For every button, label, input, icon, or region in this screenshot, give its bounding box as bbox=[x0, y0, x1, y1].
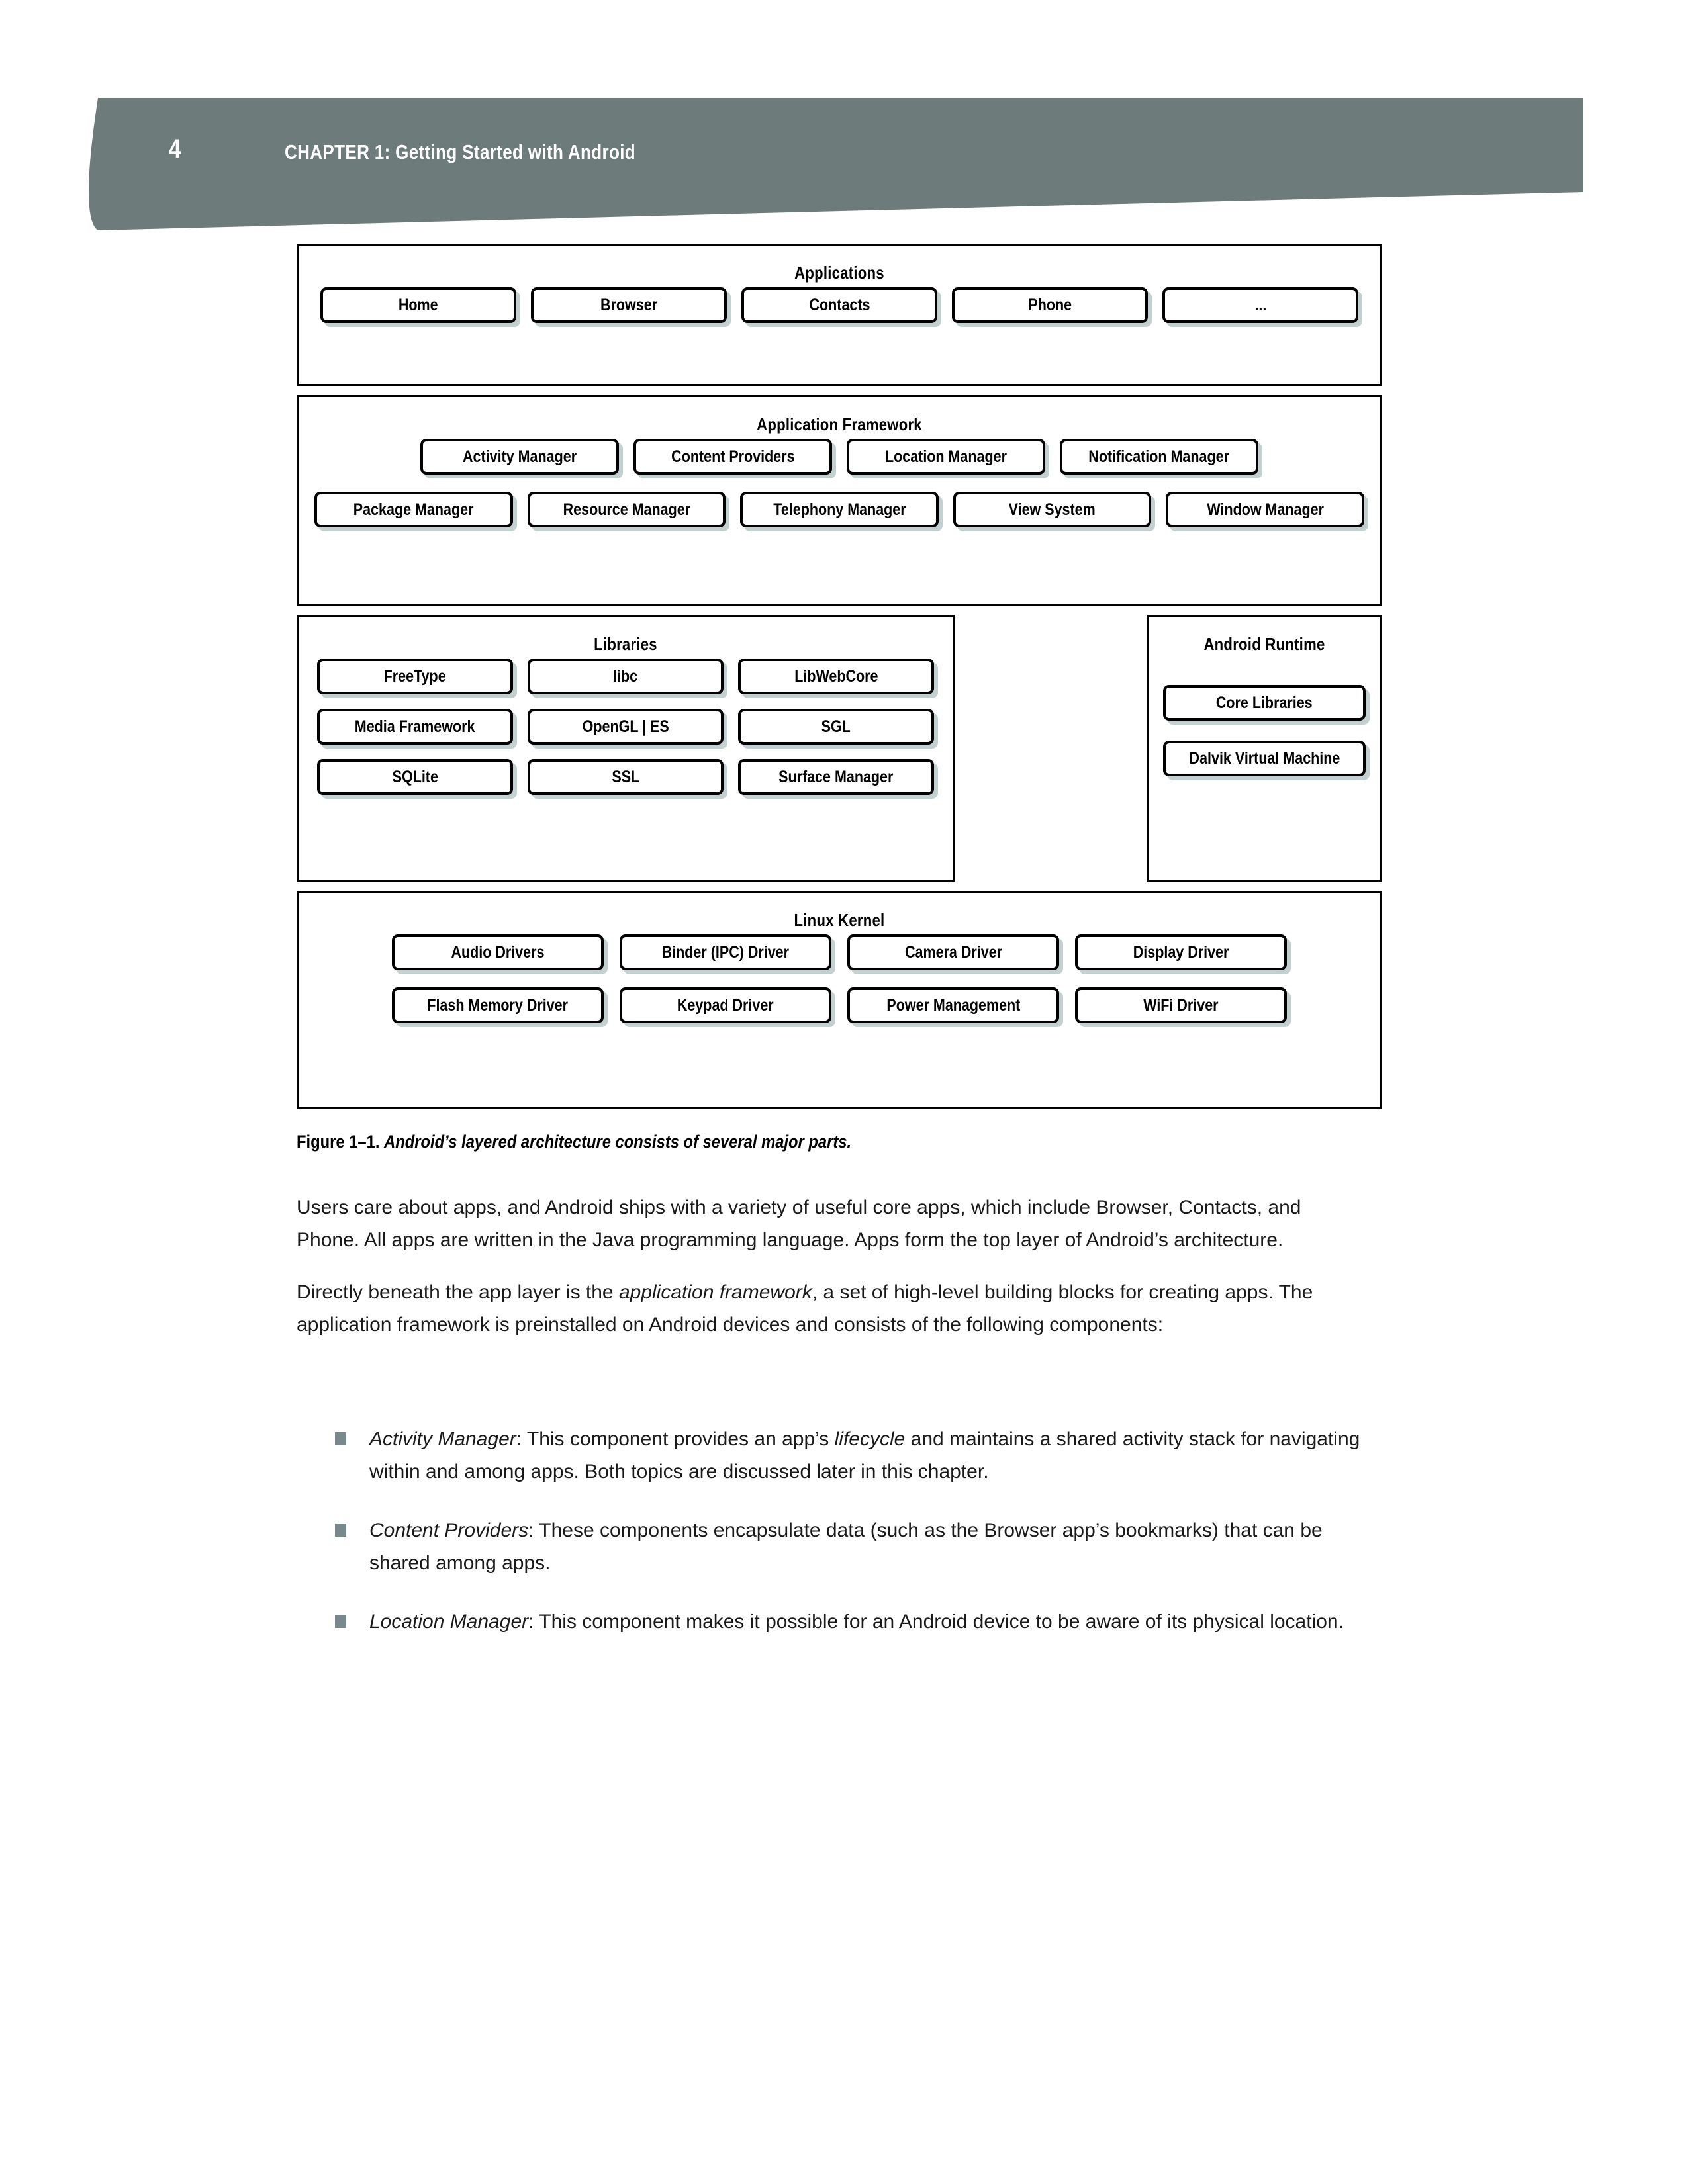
layer-title-application-framework: Application Framework bbox=[757, 414, 922, 434]
list-item: Activity Manager: This component provide… bbox=[297, 1423, 1369, 1488]
paragraph-2-italic-term: application framework bbox=[618, 1281, 812, 1303]
layer-title-linux-kernel: Linux Kernel bbox=[794, 910, 885, 930]
library-box-ssl[interactable]: SSL bbox=[528, 759, 724, 795]
bullet-text-part2: and maintains a shared activity stack fo… bbox=[369, 1428, 1360, 1482]
runtime-box-dalvik-virtual-machine[interactable]: Dalvik Virtual Machine bbox=[1163, 741, 1366, 776]
library-box-libc[interactable]: libc bbox=[528, 659, 724, 694]
layer-application-framework: Application Framework Activity Manager C… bbox=[297, 395, 1382, 606]
libraries-row-2: Media Framework OpenGL | ES SGL bbox=[299, 709, 953, 745]
bullet-square-icon bbox=[335, 1615, 346, 1628]
figure-caption: Figure 1–1. Android’s layered architectu… bbox=[297, 1131, 1252, 1152]
body-paragraphs: Users care about apps, and Android ships… bbox=[297, 1191, 1369, 1361]
app-box-contacts[interactable]: Contacts bbox=[741, 287, 937, 323]
list-item: Content Providers: These components enca… bbox=[297, 1514, 1369, 1579]
layer-android-runtime: Android Runtime Core Libraries Dalvik Vi… bbox=[1147, 615, 1382, 882]
app-box-home[interactable]: Home bbox=[320, 287, 516, 323]
layer-title-libraries: Libraries bbox=[594, 634, 657, 654]
app-box-more[interactable]: ... bbox=[1162, 287, 1358, 323]
app-box-browser[interactable]: Browser bbox=[531, 287, 727, 323]
libraries-row-1: FreeType libc LibWebCore bbox=[299, 659, 953, 694]
bullet-text-part1: : This component provides an app’s bbox=[516, 1428, 835, 1450]
kernel-box-flash-memory-driver[interactable]: Flash Memory Driver bbox=[392, 987, 604, 1023]
framework-box-content-providers[interactable]: Content Providers bbox=[633, 439, 832, 475]
app-box-phone[interactable]: Phone bbox=[952, 287, 1148, 323]
runtime-inner: Core Libraries Dalvik Virtual Machine bbox=[1149, 685, 1380, 776]
library-box-surface-manager[interactable]: Surface Manager bbox=[738, 759, 934, 795]
bullet-italic-inline: lifecycle bbox=[834, 1428, 906, 1450]
library-box-media-framework[interactable]: Media Framework bbox=[317, 709, 513, 745]
libraries-row-3: SQLite SSL Surface Manager bbox=[299, 759, 953, 795]
kernel-box-audio-drivers[interactable]: Audio Drivers bbox=[392, 934, 604, 970]
bullet-term: Content Providers bbox=[369, 1520, 529, 1541]
library-box-sqlite[interactable]: SQLite bbox=[317, 759, 513, 795]
kernel-box-wifi-driver[interactable]: WiFi Driver bbox=[1075, 987, 1287, 1023]
framework-box-resource-manager[interactable]: Resource Manager bbox=[527, 492, 726, 527]
chapter-title: CHAPTER 1: Getting Started with Android bbox=[285, 140, 636, 163]
framework-box-notification-manager[interactable]: Notification Manager bbox=[1060, 439, 1258, 475]
figure-caption-label: Figure 1–1. bbox=[297, 1132, 380, 1152]
framework-box-window-manager[interactable]: Window Manager bbox=[1166, 492, 1364, 527]
library-box-libwebcore[interactable]: LibWebCore bbox=[738, 659, 934, 694]
layer-title-android-runtime: Android Runtime bbox=[1203, 634, 1325, 654]
framework-row-2: Package Manager Resource Manager Telepho… bbox=[299, 492, 1380, 527]
middle-band-gap bbox=[955, 615, 1147, 882]
bullet-text-part1: : These components encapsulate data (suc… bbox=[369, 1520, 1323, 1574]
component-bullet-list: Activity Manager: This component provide… bbox=[297, 1423, 1369, 1664]
applications-row-1: Home Browser Contacts Phone ... bbox=[299, 287, 1380, 343]
framework-box-package-manager[interactable]: Package Manager bbox=[314, 492, 513, 527]
bullet-text-part1: : This component makes it possible for a… bbox=[528, 1611, 1344, 1633]
kernel-row-1: Audio Drivers Binder (IPC) Driver Camera… bbox=[299, 934, 1380, 970]
page-header-band bbox=[0, 0, 1688, 238]
layer-libraries: Libraries FreeType libc LibWebCore Media… bbox=[297, 615, 955, 882]
layer-linux-kernel: Linux Kernel Audio Drivers Binder (IPC) … bbox=[297, 891, 1382, 1109]
library-box-sgl[interactable]: SGL bbox=[738, 709, 934, 745]
bullet-term: Location Manager bbox=[369, 1611, 529, 1633]
framework-box-view-system[interactable]: View System bbox=[953, 492, 1152, 527]
page-number: 4 bbox=[169, 134, 181, 163]
paragraph-2-part2: , a set of high-level building blocks fo… bbox=[297, 1281, 1313, 1336]
bullet-term: Activity Manager bbox=[369, 1428, 516, 1450]
android-architecture-figure: Applications Home Browser Contacts Phone… bbox=[297, 244, 1382, 1118]
framework-box-telephony-manager[interactable]: Telephony Manager bbox=[740, 492, 939, 527]
figure-caption-text: Android’s layered architecture consists … bbox=[384, 1132, 852, 1152]
layer-title-applications: Applications bbox=[794, 263, 884, 283]
library-box-opengl-es[interactable]: OpenGL | ES bbox=[528, 709, 724, 745]
runtime-box-core-libraries[interactable]: Core Libraries bbox=[1163, 685, 1366, 721]
library-box-freetype[interactable]: FreeType bbox=[317, 659, 513, 694]
framework-row-1: Activity Manager Content Providers Locat… bbox=[299, 439, 1380, 475]
bullet-square-icon bbox=[335, 1432, 346, 1445]
framework-box-activity-manager[interactable]: Activity Manager bbox=[420, 439, 619, 475]
kernel-box-power-management[interactable]: Power Management bbox=[847, 987, 1059, 1023]
middle-band: Libraries FreeType libc LibWebCore Media… bbox=[297, 615, 1382, 882]
kernel-box-display-driver[interactable]: Display Driver bbox=[1075, 934, 1287, 970]
kernel-box-keypad-driver[interactable]: Keypad Driver bbox=[620, 987, 831, 1023]
kernel-box-camera-driver[interactable]: Camera Driver bbox=[847, 934, 1059, 970]
paragraph-2-part1: Directly beneath the app layer is the bbox=[297, 1281, 619, 1303]
kernel-box-binder-ipc-driver[interactable]: Binder (IPC) Driver bbox=[620, 934, 831, 970]
kernel-row-2: Flash Memory Driver Keypad Driver Power … bbox=[299, 987, 1380, 1023]
paragraph-2: Directly beneath the app layer is the ap… bbox=[297, 1276, 1369, 1341]
framework-box-location-manager[interactable]: Location Manager bbox=[847, 439, 1045, 475]
list-item: Location Manager: This component makes i… bbox=[297, 1606, 1369, 1638]
layer-applications: Applications Home Browser Contacts Phone… bbox=[297, 244, 1382, 386]
paragraph-1: Users care about apps, and Android ships… bbox=[297, 1197, 1301, 1251]
bullet-square-icon bbox=[335, 1524, 346, 1537]
